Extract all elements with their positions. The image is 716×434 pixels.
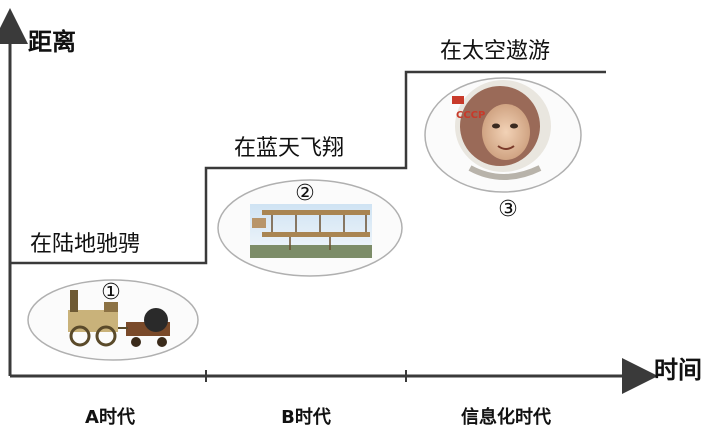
- marker-1: ①: [101, 280, 121, 305]
- locomotive-illustration: [27, 279, 199, 361]
- marker-3: ③: [498, 197, 518, 222]
- biplane-illustration: [217, 179, 403, 277]
- marker-2: ②: [295, 181, 315, 206]
- step-label-space: 在太空遨游: [440, 39, 551, 64]
- astronaut-illustration: СССР: [424, 77, 582, 193]
- svg-text:СССР: СССР: [456, 110, 485, 121]
- era-label-a: A时代: [85, 407, 135, 428]
- step-label-sky: 在蓝天飞翔: [234, 136, 345, 161]
- x-axis-label: 时间: [654, 356, 702, 384]
- y-axis-label: 距离: [28, 28, 76, 56]
- step-line: [10, 70, 606, 265]
- step-label-land: 在陆地驰骋: [30, 232, 141, 257]
- era-label-b: B时代: [281, 407, 331, 428]
- era-label-info: 信息化时代: [461, 407, 551, 428]
